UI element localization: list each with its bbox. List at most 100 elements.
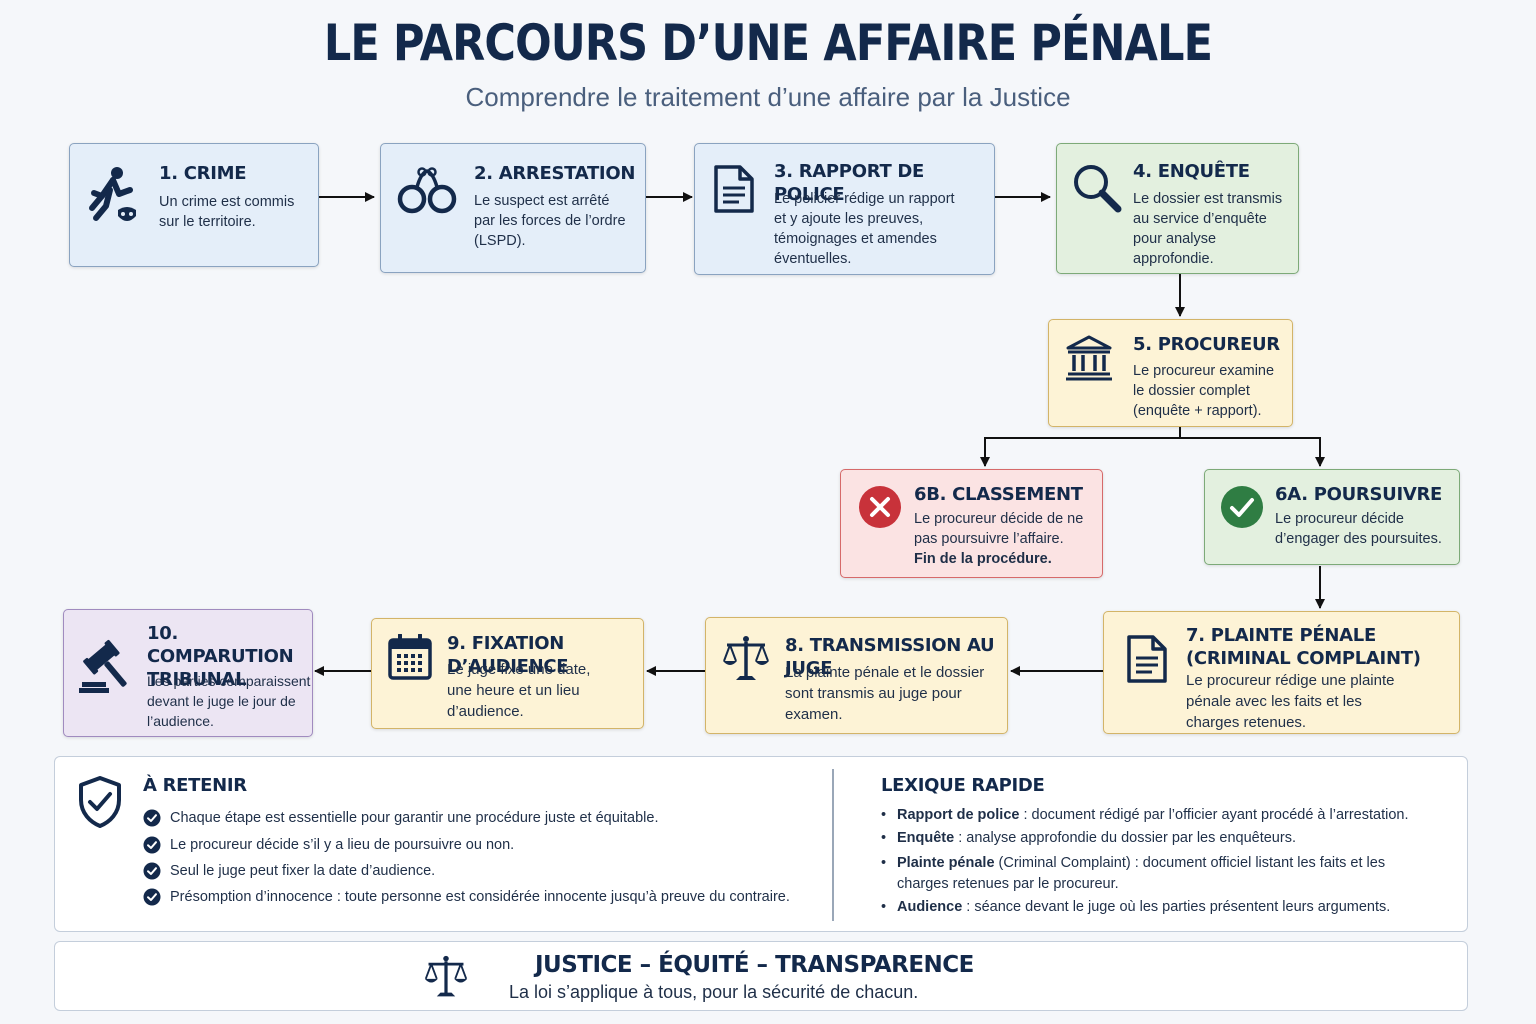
step-hearing-title: 9. FIXATION D’AUDIENCE (447, 633, 569, 677)
step-report: 3. RAPPORT DE POLICE Le policier rédige … (694, 143, 995, 275)
step-report-line: témoignages et amendes (774, 231, 937, 247)
step-dismissal-line: pas poursuivre l’affaire. (914, 531, 1064, 547)
footer-banner: JUSTICE – ÉQUITÉ – TRANSPARENCE La loi s… (54, 941, 1468, 1011)
bullet-icon: • (881, 830, 887, 846)
check-circle-icon (143, 809, 161, 833)
step-dismissal-end: Fin de la procédure. (914, 551, 1052, 567)
step-complaint-line: pénale avec les faits et les (1186, 693, 1362, 710)
running-criminal-icon (86, 166, 142, 231)
step-hearing: 9. FIXATION D’AUDIENCE Le juge fixe une … (371, 618, 644, 729)
step-prosecute-title: 6A. POURSUIVRE (1275, 484, 1443, 505)
info-panel: À RETENIR Chaque étape est essentielle p… (54, 756, 1468, 932)
step-investigation-line: pour analyse (1133, 231, 1217, 247)
step-appearance-title: TRIBUNAL (147, 669, 247, 690)
panel-divider (832, 769, 834, 921)
step-arrest-line: Le suspect est arrêté (474, 193, 610, 209)
scales-icon (423, 954, 469, 1005)
step-arrest-title: 2. ARRESTATION (474, 163, 636, 184)
step-report-line: et y ajoute les preuves, (774, 211, 924, 227)
step-arrest-line: (LSPD). (474, 233, 526, 249)
step-appearance-line: devant le juge le jour de (147, 693, 296, 709)
step-complaint-title: 7. PLAINTE PÉNALE (1186, 625, 1376, 646)
step-transmission-title: 8. TRANSMISSION AU JUGE (785, 635, 995, 679)
bullet-icon: • (881, 855, 887, 871)
step-appearance: 10. COMPARUTION TRIBUNAL Les parties com… (63, 609, 313, 737)
check-circle-icon (143, 888, 161, 912)
lexicon-heading: LEXIQUE RAPIDE (881, 775, 1045, 796)
remember-item-text: Chaque étape est essentielle pour garant… (170, 810, 659, 826)
lexicon-term: Plainte pénale (897, 855, 995, 871)
step-crime: 1. CRIME Un crime est commis sur le terr… (69, 143, 319, 267)
lexicon-definition: (Criminal Complaint) : document officiel… (897, 855, 1386, 892)
shield-check-icon (77, 775, 123, 834)
check-circle-icon (143, 836, 161, 860)
page-title: LE PARCOURS D’UNE AFFAIRE PÉNALE (323, 14, 1213, 72)
step-complaint-line: charges retenues. (1186, 714, 1307, 731)
step-arrest: 2. ARRESTATION Le suspect est arrêté par… (380, 143, 646, 273)
step-investigation-line: approfondie. (1133, 251, 1214, 267)
check-circle-icon (143, 862, 161, 886)
courthouse-icon (1065, 334, 1113, 387)
step-arrest-line: par les forces de l’ordre (474, 213, 626, 229)
step-complaint: 7. PLAINTE PÉNALE (CRIMINAL COMPLAINT) L… (1103, 611, 1460, 734)
step-hearing-line: une heure et un lieu (447, 682, 580, 699)
step-crime-line: sur le territoire. (159, 214, 256, 230)
step-appearance-title: 10. COMPARUTION (147, 623, 294, 667)
step-complaint-title: (CRIMINAL COMPLAINT) (1186, 648, 1421, 669)
step-investigation: 4. ENQUÊTE Le dossier est transmis au se… (1056, 143, 1299, 274)
step-report-title: 3. RAPPORT DE POLICE (774, 161, 925, 205)
document-icon (1126, 634, 1168, 689)
arrow-prosecutor-branch-right (1180, 437, 1325, 467)
footer-heading: JUSTICE – ÉQUITÉ – TRANSPARENCE (535, 952, 974, 978)
page-subtitle: Comprendre le traitement d’une affaire p… (465, 82, 1071, 112)
remember-item-text: Présomption d’innocence : toute personne… (170, 889, 790, 905)
step-prosecutor-line: Le procureur examine (1133, 363, 1275, 379)
remember-heading: À RETENIR (143, 775, 247, 796)
lexicon-definition: : séance devant le juge où les parties p… (962, 899, 1391, 915)
step-transmission: 8. TRANSMISSION AU JUGE La plainte pénal… (705, 617, 1008, 734)
step-investigation-line: au service d’enquête (1133, 211, 1267, 227)
magnifier-icon (1071, 162, 1123, 219)
lexicon-term: Audience (897, 899, 963, 915)
step-prosecute-line: d’engager des poursuites. (1275, 531, 1442, 547)
arrow-prosecutor-branch (980, 427, 1181, 467)
lexicon-term: Enquête (897, 830, 955, 846)
step-crime-line: Un crime est commis (159, 194, 295, 210)
calendar-icon (388, 633, 432, 685)
step-appearance-line: l’audience. (147, 713, 214, 729)
lexicon-term: Rapport de police (897, 807, 1020, 823)
step-prosecutor-title: 5. PROCUREUR (1133, 334, 1280, 355)
cross-circle-icon (858, 485, 902, 534)
step-report-line: Le policier rédige un rapport (774, 191, 955, 207)
step-report-line: éventuelles. (774, 251, 852, 267)
remember-item-text: Le procureur décide s’il y a lieu de pou… (170, 837, 515, 853)
remember-item-text: Seul le juge peut fixer la date d’audien… (170, 863, 436, 879)
step-prosecute-line: Le procureur décide (1275, 511, 1404, 527)
gavel-icon (78, 638, 136, 699)
step-prosecutor-line: (enquête + rapport). (1133, 403, 1262, 419)
step-investigation-title: 4. ENQUÊTE (1133, 161, 1250, 182)
step-prosecute: 6A. POURSUIVRE Le procureur décide d’eng… (1204, 469, 1460, 565)
step-dismissal-line: Le procureur décide de ne (914, 511, 1084, 527)
step-transmission-line: La plainte pénale et le dossier (785, 664, 985, 681)
step-transmission-line: examen. (785, 706, 843, 723)
footer-tagline: La loi s’applique à tous, pour la sécuri… (509, 982, 919, 1002)
scales-icon (722, 634, 770, 689)
lexicon-definition: : analyse approfondie du dossier par les… (954, 830, 1296, 846)
bullet-icon: • (881, 807, 887, 823)
step-crime-title: 1. CRIME (159, 163, 247, 184)
step-investigation-line: Le dossier est transmis (1133, 191, 1283, 207)
step-complaint-line: Le procureur rédige une plainte (1186, 672, 1395, 689)
step-dismissal-title: 6B. CLASSEMENT (914, 484, 1083, 505)
check-circle-icon (1220, 485, 1264, 534)
step-prosecutor: 5. PROCUREUR Le procureur examine le dos… (1048, 319, 1293, 427)
handcuffs-icon (395, 162, 459, 221)
lexicon-definition: : document rédigé par l’officier ayant p… (1019, 807, 1409, 823)
step-dismissal: 6B. CLASSEMENT Le procureur décide de ne… (840, 469, 1103, 578)
step-hearing-line: d’audience. (447, 703, 524, 720)
step-appearance-line: Les parties comparaissent (147, 673, 311, 689)
step-transmission-line: sont transmis au juge pour (785, 685, 962, 702)
bullet-icon: • (881, 899, 887, 915)
step-prosecutor-line: le dossier complet (1133, 383, 1250, 399)
